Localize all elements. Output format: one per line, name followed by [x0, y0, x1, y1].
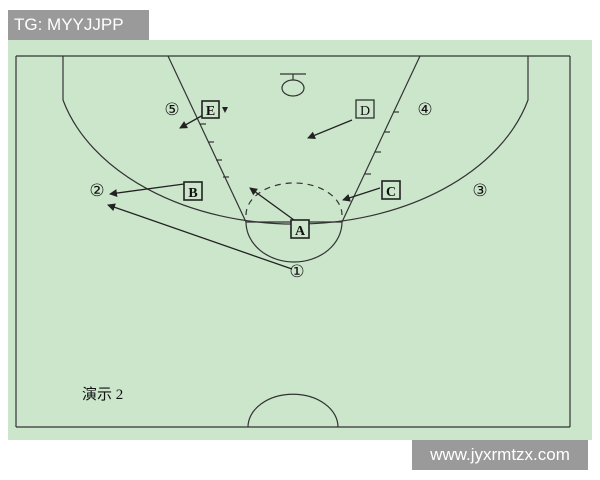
arrow-A: [249, 187, 295, 221]
diagram-caption: 演示 2: [82, 386, 123, 403]
source-tag: TG: MYYJJPP: [8, 10, 149, 40]
watermark-url: www.jyxrmtzx.com: [412, 440, 588, 470]
center-circle: [247, 393, 339, 428]
defender-D: D: [355, 99, 375, 119]
defender-A-label: A: [295, 224, 306, 239]
defender-B: B: [183, 181, 203, 201]
defender-A: A: [290, 219, 310, 239]
arrow-E: [179, 113, 206, 129]
attacker-3: ③: [472, 181, 487, 200]
basketball-half-court-diagram: A B C D E ① ② ③ ④ ⑤ 演示 2: [8, 40, 592, 440]
free-throw-circle-bottom: [245, 221, 343, 263]
arrow-C: [342, 187, 381, 202]
defender-B-label: B: [188, 186, 197, 201]
attacker-4: ④: [417, 100, 432, 119]
arrow-B: [109, 183, 185, 198]
lane-left: [167, 55, 247, 223]
cut-arrow-E: [222, 107, 228, 113]
attacker-5: ⑤: [164, 100, 179, 119]
lane-right: [341, 55, 421, 223]
pass-arrow: [107, 203, 293, 270]
defender-E-label: E: [206, 104, 215, 119]
defender-C-label: C: [386, 185, 396, 200]
attacker-1: ①: [289, 262, 304, 281]
attacker-2: ②: [89, 181, 104, 200]
arrow-D: [307, 119, 353, 140]
free-throw-circle-top: [245, 182, 343, 216]
basket-rim: [281, 79, 305, 97]
defender-C: C: [381, 180, 401, 200]
defender-D-label: D: [360, 104, 370, 119]
defender-E: E: [201, 100, 220, 119]
court-floor: [8, 40, 592, 440]
